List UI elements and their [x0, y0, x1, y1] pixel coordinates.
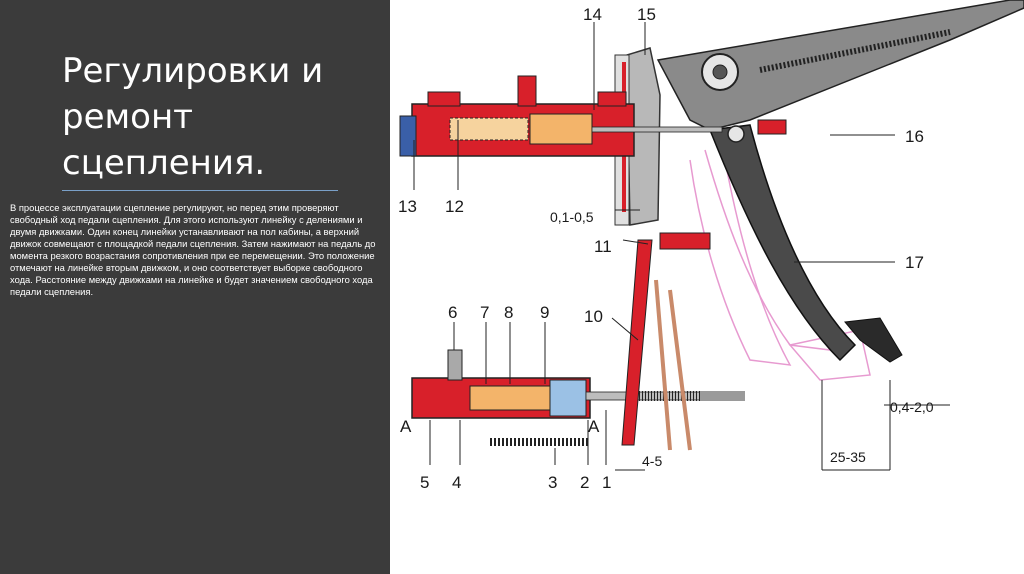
label-17: 17 [905, 253, 924, 272]
master-piston [529, 113, 593, 145]
label-8: 8 [504, 303, 513, 322]
end-cap [399, 115, 417, 157]
label-11: 11 [594, 237, 612, 256]
label-3: 3 [548, 473, 557, 492]
left-panel: Регулировки и ремонт сцепления. В процес… [0, 0, 390, 574]
label-13: 13 [398, 197, 417, 216]
label-5: 5 [420, 473, 429, 492]
adjust-bolt [757, 119, 787, 135]
label-7: 7 [480, 303, 489, 322]
dimension-0-4-2-0: 0,4-2,0 [890, 399, 934, 415]
label-a-left: A [400, 417, 412, 436]
bleeder-screw [447, 349, 463, 381]
return-spring-upper [759, 29, 951, 73]
fork-ghost-1 [654, 279, 672, 451]
bleed-fitting [517, 75, 537, 107]
fork-ghost-2 [668, 289, 692, 451]
clutch-diagram: 14 15 16 13 12 0,1-0,5 11 17 6 7 8 9 10 … [390, 0, 1024, 574]
dimension-4-5: 4-5 [642, 453, 662, 469]
label-15: 15 [637, 5, 656, 24]
label-10: 10 [584, 307, 603, 326]
label-14: 14 [583, 5, 602, 24]
inlet-port [597, 91, 627, 107]
slide-title: Регулировки и ремонт сцепления. [62, 51, 324, 183]
slave-boot [549, 379, 587, 417]
clutch-diagram-svg: 14 15 16 13 12 0,1-0,5 11 17 6 7 8 9 10 … [398, 0, 1024, 492]
release-fork [621, 239, 653, 446]
label-6: 6 [448, 303, 457, 322]
dimension-25-35: 25-35 [830, 449, 866, 465]
label-9: 9 [540, 303, 549, 322]
body-text: В процессе эксплуатации сцепление регули… [10, 202, 376, 297]
dimension-lines [413, 22, 950, 471]
label-2: 2 [580, 473, 589, 492]
master-spring [449, 117, 529, 141]
pedal-pad [844, 317, 903, 363]
title-divider [62, 190, 338, 191]
fork-adjuster [659, 232, 711, 250]
label-16: 16 [905, 127, 924, 146]
label-4: 4 [452, 473, 461, 492]
clutch-pedal [708, 124, 857, 362]
label-a-right: A [588, 417, 600, 436]
pushrod-eye [727, 125, 745, 143]
label-1: 1 [602, 473, 611, 492]
reservoir-port [427, 91, 461, 107]
label-12: 12 [445, 197, 464, 216]
dimension-0-1-0-5: 0,1-0,5 [550, 209, 594, 225]
pushrod [591, 126, 723, 133]
pedal-pivot-center [712, 64, 728, 80]
